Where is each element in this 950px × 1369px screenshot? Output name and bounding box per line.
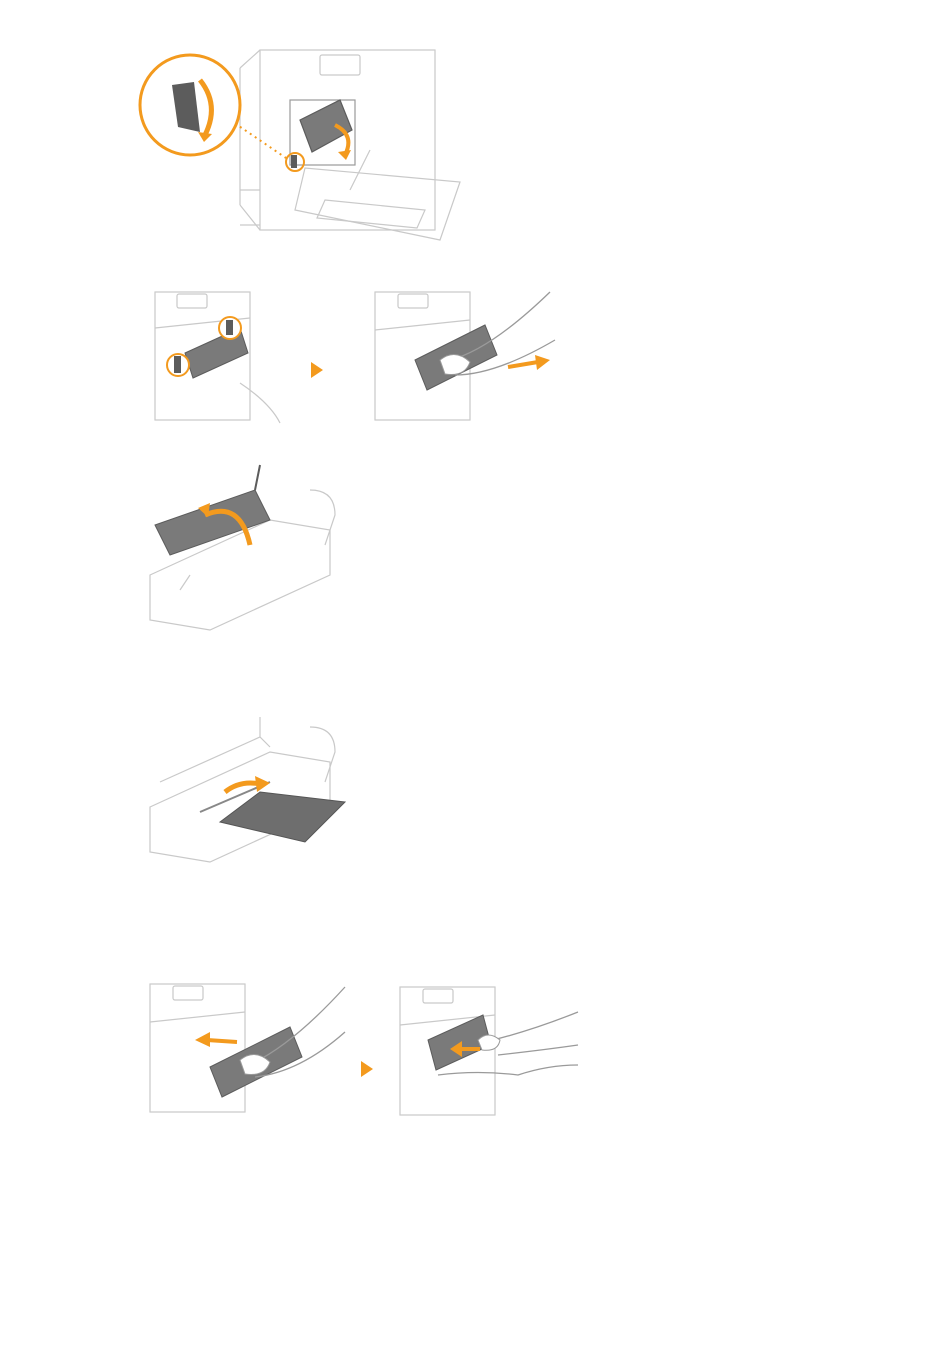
figure-insert-fixing-unit — [145, 982, 350, 1117]
figure-remove-jammed-paper — [140, 712, 350, 862]
figure-open-fixing-cover — [140, 460, 345, 615]
figure-fixing-unit-levers — [145, 288, 290, 423]
figure-pull-out-fixing-unit — [370, 290, 555, 425]
step-arrow-icon — [311, 362, 323, 378]
figure-open-side-door — [140, 40, 470, 245]
figure-push-fixing-unit-in — [398, 985, 583, 1120]
step-arrow-icon — [361, 1061, 373, 1077]
